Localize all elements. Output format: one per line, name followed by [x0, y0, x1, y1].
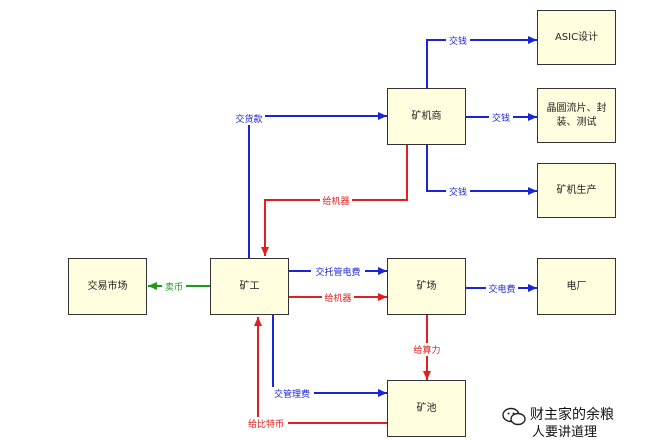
node-wafer-packaging: 晶圆流片、封 装、测试 — [537, 88, 616, 143]
node-miner-maker-label: 矿机商 — [411, 110, 442, 122]
label-farm-to-plant: 交电费 — [486, 282, 518, 295]
node-power-plant: 电厂 — [537, 258, 616, 315]
node-miner-production: 矿机生产 — [537, 163, 616, 218]
label-pool-to-miner: 给比特币 — [244, 417, 288, 430]
edge-miner-to-pool — [272, 315, 387, 397]
svg-text:交管理费: 交管理费 — [274, 388, 310, 400]
label-miner-to-maker: 交货款 — [233, 112, 265, 125]
node-mining-pool-label: 矿池 — [416, 402, 437, 414]
label-to-asic: 交钱 — [446, 34, 470, 47]
node-wafer-label-line1: 晶圆流片、封 — [546, 102, 607, 114]
node-exchange-label: 交易市场 — [87, 280, 128, 292]
node-miner-label: 矿工 — [239, 280, 260, 292]
svg-text:给机器: 给机器 — [324, 292, 351, 304]
edge-maker-to-production — [426, 145, 537, 195]
watermark-line1: 财主家的余粮 — [530, 407, 614, 423]
watermark: 财主家的余粮 人要讲道理 — [502, 404, 642, 442]
node-mine-farm: 矿场 — [387, 258, 466, 315]
svg-text:给比特币: 给比特币 — [248, 418, 284, 430]
label-to-wafer: 交钱 — [489, 111, 513, 124]
svg-text:交托管电费: 交托管电费 — [315, 266, 360, 278]
node-miner-production-label: 矿机生产 — [556, 184, 597, 196]
node-mine-farm-label: 矿场 — [416, 280, 437, 292]
node-mining-pool: 矿池 — [387, 380, 466, 437]
node-exchange: 交易市场 — [68, 258, 147, 315]
node-wafer-label-line2: 装、测试 — [556, 116, 597, 128]
node-asic-design: ASIC设计 — [537, 10, 616, 65]
svg-text:交钱: 交钱 — [449, 35, 467, 47]
label-miner-to-farm-machine: 给机器 — [322, 291, 354, 304]
label-miner-to-exchange: 卖币 — [162, 280, 186, 293]
svg-text:给机器: 给机器 — [322, 195, 349, 207]
svg-text:卖币: 卖币 — [165, 282, 183, 293]
edge-miner-to-maker — [248, 112, 387, 258]
watermark-line2: 人要讲道理 — [532, 425, 598, 440]
label-to-production: 交钱 — [446, 185, 470, 198]
label-miner-to-farm-fee: 交托管电费 — [311, 265, 365, 278]
label-farm-to-pool: 给算力 — [410, 343, 444, 356]
svg-text:交电费: 交电费 — [488, 283, 515, 295]
svg-text:交钱: 交钱 — [449, 186, 467, 198]
label-miner-to-pool: 交管理费 — [270, 387, 314, 400]
edge-pool-to-miner — [254, 317, 387, 424]
node-asic-design-label: ASIC设计 — [554, 31, 599, 43]
svg-text:给算力: 给算力 — [413, 344, 440, 356]
node-miner: 矿工 — [210, 258, 289, 315]
label-maker-to-miner: 给机器 — [320, 194, 352, 207]
wechat-logo-icon — [502, 407, 526, 426]
svg-text:交钱: 交钱 — [492, 112, 510, 124]
edge-maker-to-asic — [426, 36, 537, 88]
node-miner-maker: 矿机商 — [387, 88, 466, 145]
svg-text:交货款: 交货款 — [235, 113, 262, 125]
node-power-plant-label: 电厂 — [566, 280, 587, 292]
